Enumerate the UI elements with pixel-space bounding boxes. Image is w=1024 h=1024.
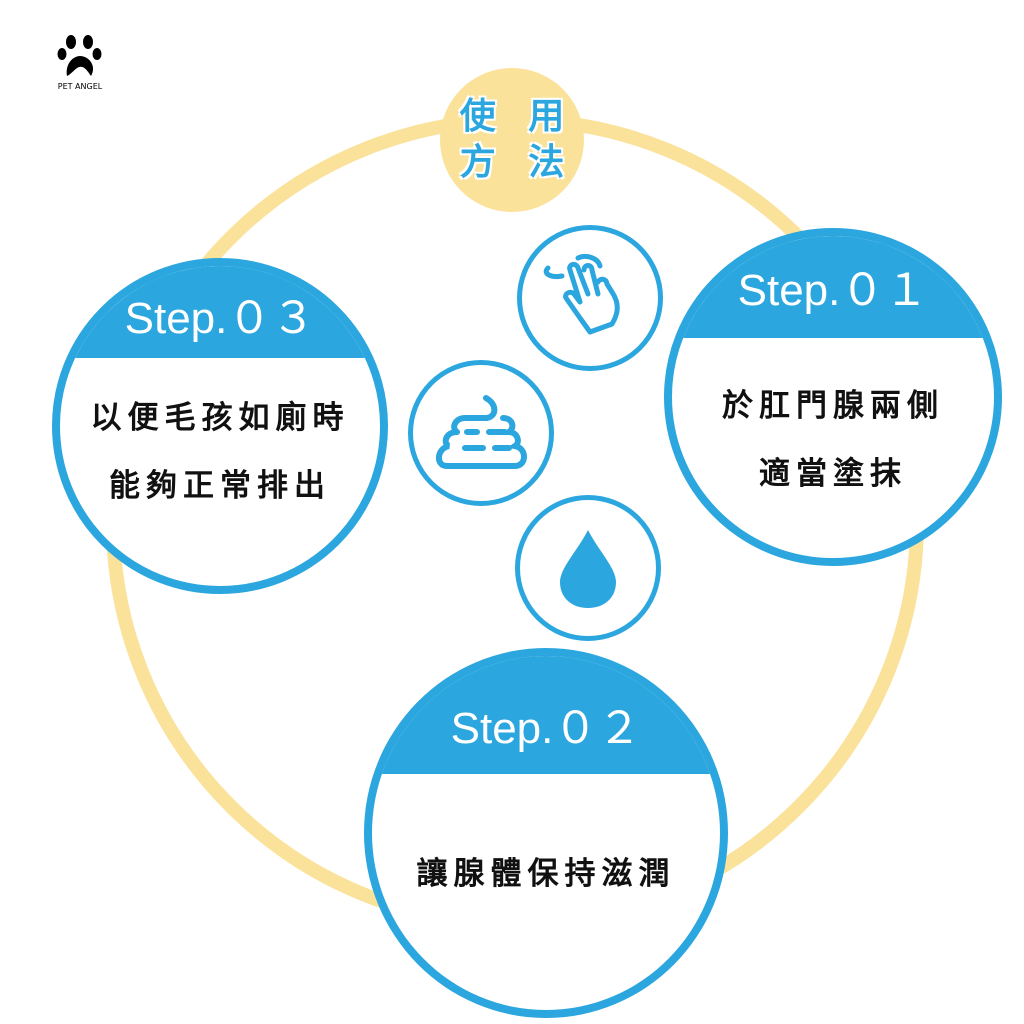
poop-icon-circle xyxy=(408,360,554,506)
step-01-line-2: 適當塗抹 xyxy=(759,456,907,492)
step-02-header: Step.０２ xyxy=(372,656,720,774)
step-01-label: Step.０１ xyxy=(737,266,929,315)
step-01-line-1: 於肛門腺兩側 xyxy=(722,388,944,424)
step-03-header: Step.０３ xyxy=(60,266,380,358)
water-drop-icon xyxy=(560,530,616,608)
drop-icon-circle xyxy=(515,495,661,641)
poop-icon xyxy=(436,395,527,469)
hand-rub-icon xyxy=(543,253,620,335)
step-01-header: Step.０１ xyxy=(672,236,994,338)
logo: PET ANGEL xyxy=(50,34,110,91)
step-02-line-1: 讓腺體保持滋潤 xyxy=(416,856,676,892)
brand-name: PET ANGEL xyxy=(57,82,103,91)
step-03-label: Step.０３ xyxy=(124,294,316,343)
paw-icon xyxy=(57,35,102,76)
title-badge: 使 用 方 法 xyxy=(440,68,584,212)
title-line-2: 方 法 xyxy=(459,142,575,183)
title-line-1: 使 用 xyxy=(459,96,575,137)
hand-icon-circle xyxy=(517,225,663,371)
step-02-label: Step.０２ xyxy=(450,704,642,753)
step-03-line-2: 能夠正常排出 xyxy=(109,468,331,504)
step-03-line-1: 以便毛孩如廁時 xyxy=(90,400,350,436)
step-01-card: Step.０１ 於肛門腺兩側 適當塗抹 xyxy=(664,228,1002,566)
step-02-card: Step.０２ 讓腺體保持滋潤 xyxy=(364,648,728,1018)
step-03-card: Step.０３ 以便毛孩如廁時 能夠正常排出 xyxy=(52,258,388,594)
